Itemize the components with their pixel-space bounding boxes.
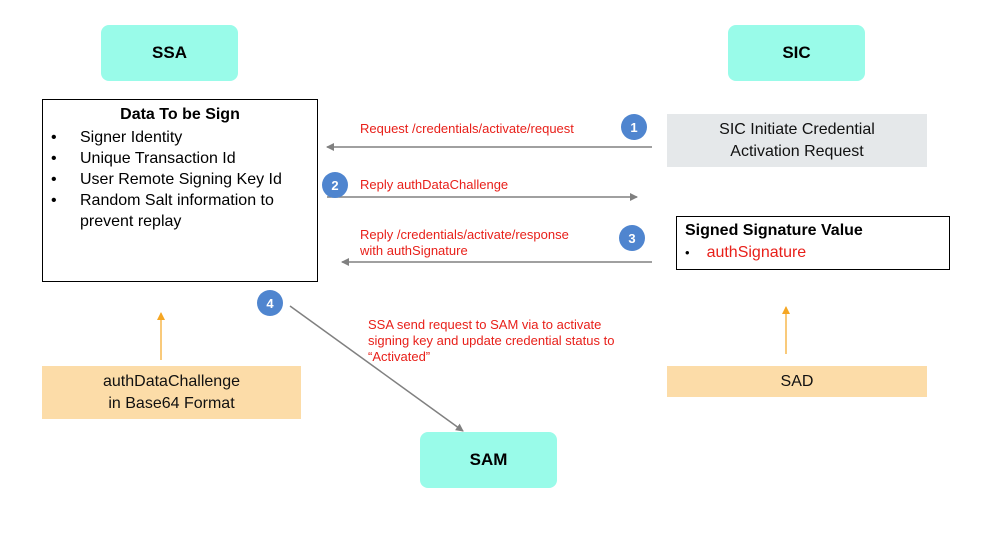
message-reply-challenge: Reply authDataChallenge bbox=[360, 177, 509, 192]
auth-signature-label: authSignature bbox=[706, 244, 807, 261]
sic-initiate-box: SIC Initiate Credential Activation Reque… bbox=[667, 114, 927, 167]
list-item: • User Remote Signing Key Id bbox=[51, 169, 310, 190]
sad-label: SAD bbox=[780, 372, 814, 390]
list-item: • Unique Transaction Id bbox=[51, 148, 310, 169]
sic-initiate-line2: Activation Request bbox=[730, 142, 864, 160]
actor-ssa-label: SSA bbox=[152, 43, 187, 62]
list-item: • Signer Identity bbox=[51, 127, 310, 148]
step-badge-3-label: 3 bbox=[628, 230, 636, 246]
bullet: • bbox=[51, 192, 57, 209]
message-reply-response-line1: Reply /credentials/activate/response bbox=[360, 227, 569, 242]
step-badge-1: 1 bbox=[621, 114, 647, 140]
data-to-sign-title: Data To be Sign bbox=[120, 106, 240, 123]
list-item: • Random Salt information to prevent rep… bbox=[51, 190, 310, 232]
step-badge-4: 4 bbox=[257, 290, 283, 316]
message-ssa-to-sam-line3: “Activated” bbox=[368, 349, 431, 364]
actor-sam: SAM bbox=[420, 432, 557, 488]
arrow-ssa-to-sam bbox=[289, 305, 464, 432]
data-to-sign-list: • Signer Identity • Unique Transaction I… bbox=[51, 127, 310, 232]
list-item-label: User Remote Signing Key Id bbox=[80, 171, 282, 188]
actor-ssa: SSA bbox=[101, 25, 238, 81]
message-ssa-to-sam: SSA send request to SAM via to activate … bbox=[368, 317, 614, 365]
message-request: Request /credentials/activate/request bbox=[360, 121, 574, 136]
message-reply-response: Reply /credentials/activate/response wit… bbox=[360, 227, 569, 259]
message-reply-response-line2: with authSignature bbox=[360, 243, 468, 258]
message-ssa-to-sam-line1: SSA send request to SAM via to activate bbox=[368, 317, 602, 332]
list-item-label: Unique Transaction Id bbox=[80, 150, 236, 167]
auth-data-challenge-box: authDataChallenge in Base64 Format bbox=[42, 366, 301, 419]
step-badge-2: 2 bbox=[322, 172, 348, 198]
sic-initiate-line1: SIC Initiate Credential bbox=[719, 120, 875, 138]
bullet: • bbox=[685, 245, 690, 260]
actor-sic: SIC bbox=[728, 25, 865, 81]
step-badge-1-label: 1 bbox=[630, 119, 638, 135]
bullet: • bbox=[51, 150, 57, 167]
data-to-sign-box: Data To be Sign • Signer Identity • Uniq… bbox=[42, 99, 318, 282]
auth-data-challenge-line2: in Base64 Format bbox=[108, 394, 235, 412]
step-badge-2-label: 2 bbox=[331, 177, 339, 193]
actor-sam-label: SAM bbox=[469, 450, 508, 469]
step-badge-3: 3 bbox=[619, 225, 645, 251]
list-item-label: Random Salt information to prevent repla… bbox=[80, 192, 274, 230]
sad-box: SAD bbox=[667, 366, 927, 397]
signed-signature-item: • authSignature bbox=[685, 244, 806, 262]
actor-sic-label: SIC bbox=[782, 43, 811, 62]
auth-data-challenge-line1: authDataChallenge bbox=[103, 372, 240, 390]
signed-signature-title: Signed Signature Value bbox=[685, 222, 863, 239]
step-badge-4-label: 4 bbox=[266, 295, 274, 311]
message-ssa-to-sam-line2: signing key and update credential status… bbox=[368, 333, 615, 348]
bullet: • bbox=[51, 129, 57, 146]
bullet: • bbox=[51, 171, 57, 188]
list-item-label: Signer Identity bbox=[80, 129, 183, 146]
signed-signature-box: Signed Signature Value • authSignature bbox=[676, 216, 950, 270]
